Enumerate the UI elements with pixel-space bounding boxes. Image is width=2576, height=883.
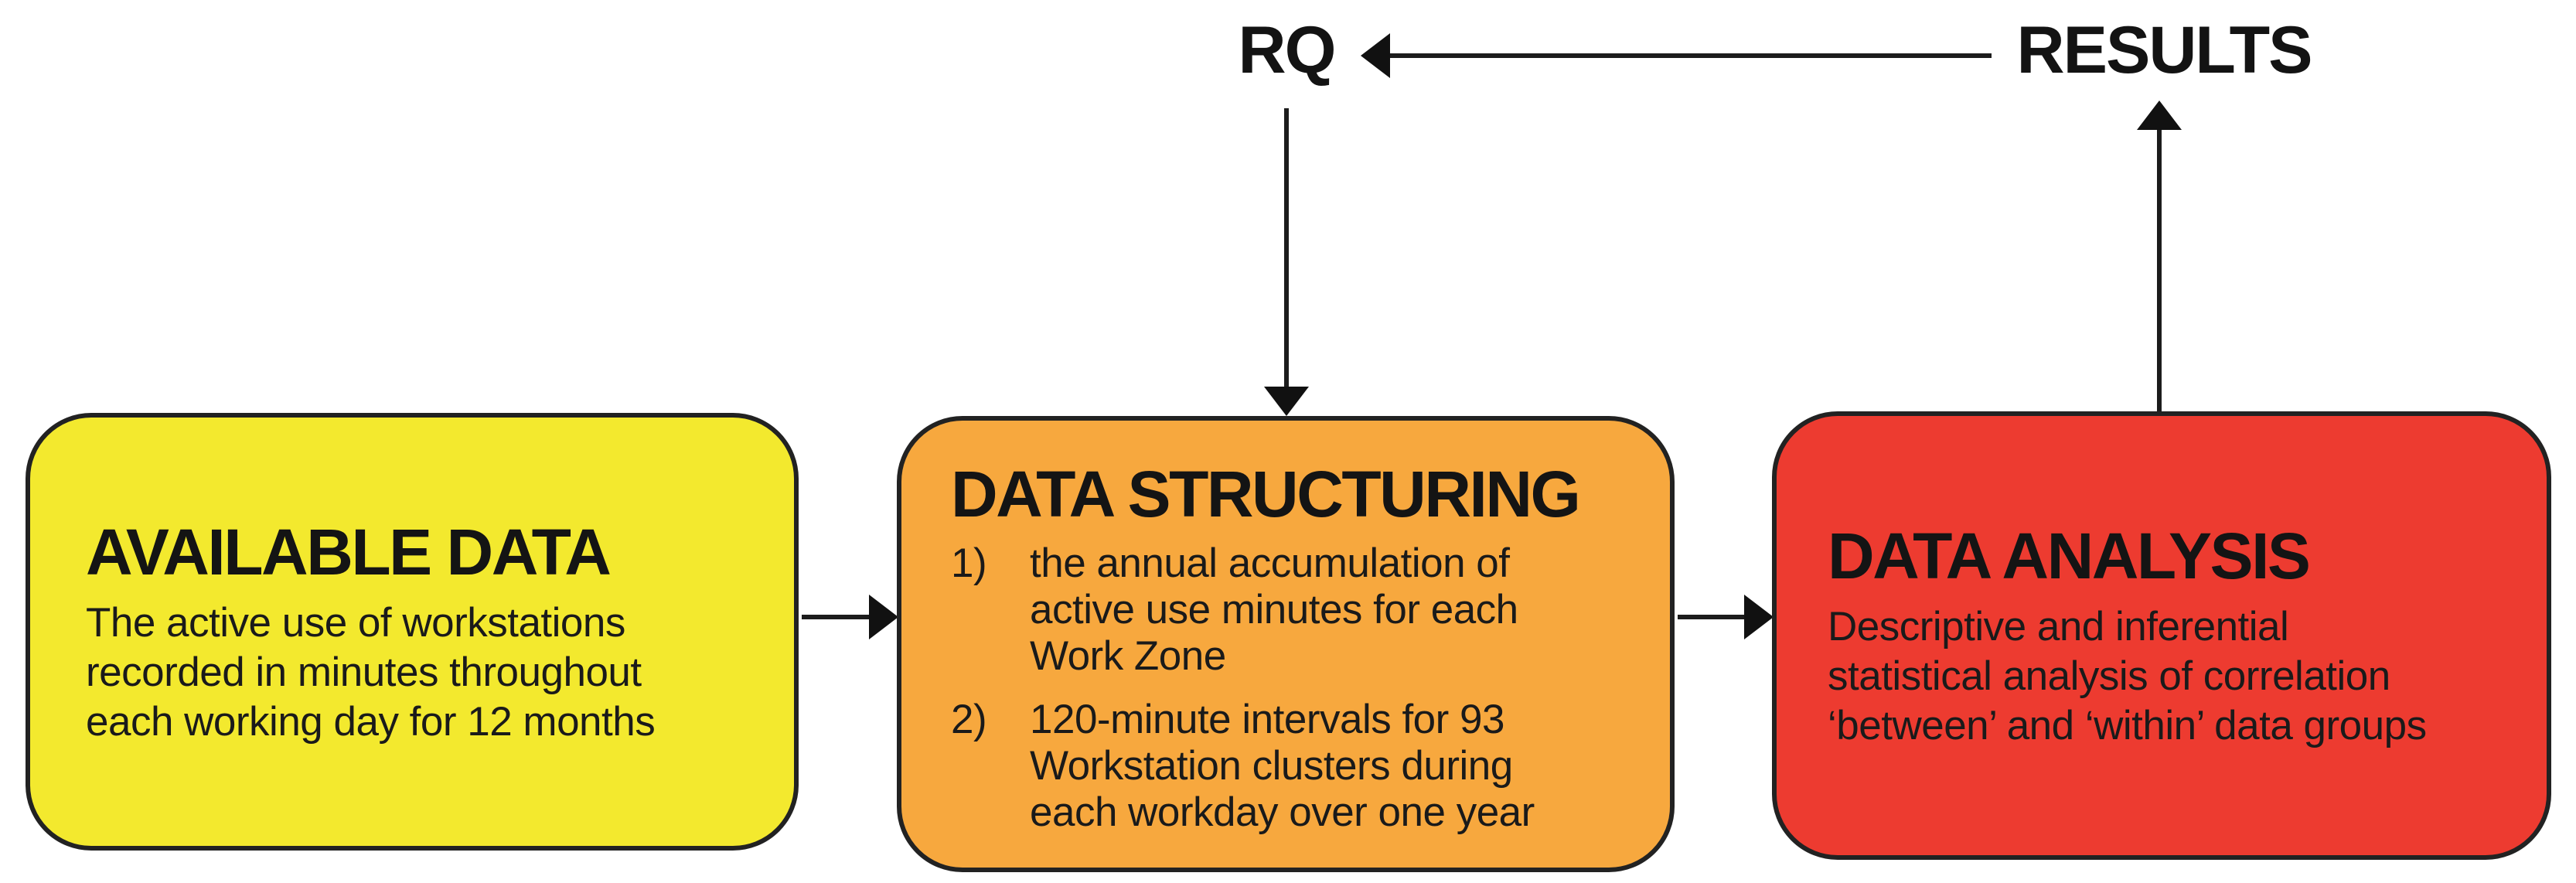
rq-label: RQ [1238,13,1337,87]
available-data-title: AVAILABLE DATA [86,515,612,588]
arrow-analysis-to-results-head-icon [2137,101,2182,130]
data-structuring-list: 1) the annual accumulation of active use… [951,540,1639,836]
available-data-text-line: each working day for 12 months [86,699,656,745]
data-analysis-text-line: Descriptive and inferential [1828,604,2289,650]
list-item-text-line: Work Zone [1030,633,1226,680]
data-structuring-box: DATA STRUCTURING 1) the annual accumulat… [897,416,1675,872]
arrow-rq-to-structuring-line [1284,108,1289,388]
data-analysis-title: DATA ANALYSIS [1828,519,2311,592]
data-analysis-box: DATA ANALYSIS Descriptive and inferentia… [1772,411,2551,860]
arrow-analysis-to-results-line [2157,128,2162,413]
list-item-number: 1) [951,540,987,587]
arrow-structuring-to-analysis-head-icon [1744,595,1774,639]
data-structuring-title: DATA STRUCTURING [951,457,1581,530]
available-data-text-line: The active use of workstations [86,600,625,646]
arrow-available-to-structuring-line [802,615,873,619]
list-item: 1) the annual accumulation of active use… [951,540,1639,680]
list-item: 2) 120-minute intervals for 93 Workstati… [951,697,1639,836]
arrow-available-to-structuring-head-icon [869,595,898,639]
list-item-text-line: active use minutes for each [1030,587,1518,633]
list-item-number: 2) [951,697,987,743]
list-item-text-line: Workstation clusters during [1030,743,1513,789]
list-item-text-line: the annual accumulation of [1030,540,1510,587]
results-label: RESULTS [2016,13,2313,87]
data-analysis-text-line: statistical analysis of correlation [1828,653,2390,700]
available-data-box: AVAILABLE DATA The active use of worksta… [26,413,799,851]
arrow-structuring-to-analysis-line [1678,615,1749,619]
arrow-results-to-rq-line [1388,53,1992,58]
arrow-rq-to-structuring-head-icon [1264,387,1309,416]
list-item-text-line: 120-minute intervals for 93 [1030,697,1504,743]
available-data-text-line: recorded in minutes throughout [86,649,642,696]
data-analysis-text-line: ‘between’ and ‘within’ data groups [1828,703,2427,749]
list-item-text-line: each workday over one year [1030,789,1535,836]
arrow-results-to-rq-head-icon [1361,33,1390,78]
